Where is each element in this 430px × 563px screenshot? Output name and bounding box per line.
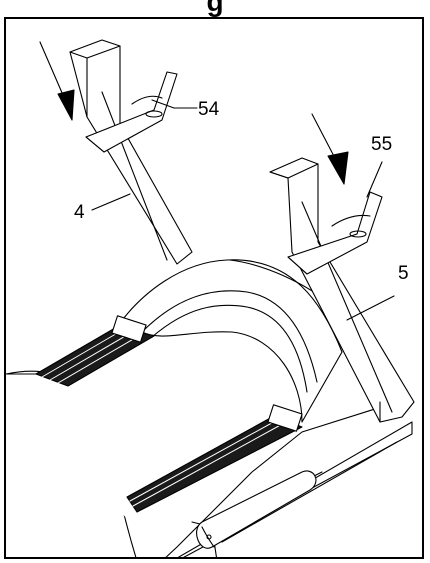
callout-54: 54 bbox=[198, 99, 220, 120]
callout-4: 4 bbox=[74, 202, 85, 223]
figure-title-clip: g bbox=[0, 0, 430, 19]
right-tread-belt bbox=[126, 415, 303, 513]
figure-frame: 54 4 55 5 bbox=[4, 17, 424, 559]
front-foot-cap bbox=[196, 470, 317, 549]
right-arrow-icon bbox=[311, 113, 349, 185]
left-arrow-icon bbox=[39, 41, 75, 121]
left-handle bbox=[85, 71, 178, 153]
right-handle bbox=[287, 191, 383, 275]
callout-5: 5 bbox=[398, 263, 409, 284]
figure-title: g bbox=[206, 0, 224, 17]
left-tread-belt bbox=[35, 323, 155, 387]
leader-lines bbox=[91, 99, 395, 321]
right-upright bbox=[269, 157, 415, 423]
motor-hood bbox=[111, 259, 343, 432]
assembly-drawing: 54 4 55 5 bbox=[6, 39, 415, 557]
callout-55: 55 bbox=[371, 134, 392, 155]
